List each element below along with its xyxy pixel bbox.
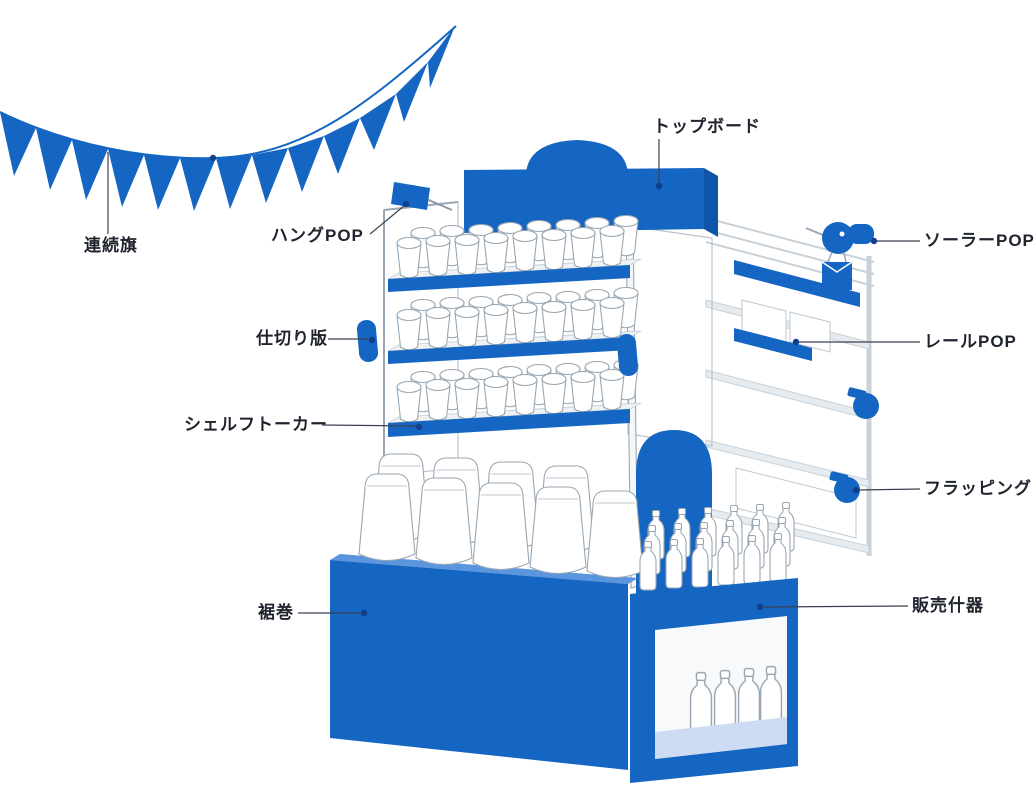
shelf-talker-strip-3 — [388, 409, 630, 437]
base-wrap-panel — [330, 554, 638, 770]
flapping-pop-upper — [847, 387, 879, 419]
label-shelf-talker: シェルフトーカー — [184, 415, 328, 434]
hang-pop-flag — [391, 182, 453, 211]
shelf-talker-strip-1 — [388, 265, 630, 292]
label-hang-pop: ハングPOP — [271, 226, 364, 245]
label-top-board: トップボード — [653, 117, 761, 136]
label-sales-fixture: 販売什器 — [912, 596, 984, 615]
divider-tab-right — [616, 333, 639, 376]
label-divider: 仕切り版 — [256, 329, 328, 348]
bunting-flags — [0, 25, 457, 211]
label-base-wrap: 裾巻 — [258, 603, 294, 622]
pouch-products — [358, 453, 644, 579]
shelf-cups — [396, 214, 639, 423]
leader-lines — [107, 139, 921, 617]
label-flapping: フラッピング — [924, 479, 1032, 498]
shelf-talker-strip-2 — [388, 337, 630, 364]
rail-pop-strip — [734, 328, 812, 361]
gondola-header-band — [734, 260, 860, 307]
label-bunting: 連続旗 — [84, 236, 138, 255]
top-board — [464, 140, 718, 237]
fixture-window-band — [655, 717, 787, 759]
solar-pop-icon — [805, 222, 874, 290]
flapping-pop-lower — [829, 471, 860, 503]
label-rail-pop: レールPOP — [924, 332, 1017, 351]
shelves — [356, 214, 642, 437]
sales-fixture — [630, 501, 798, 783]
divider-tab-left — [356, 319, 379, 362]
label-solar-pop: ソーラーPOP — [924, 231, 1035, 250]
